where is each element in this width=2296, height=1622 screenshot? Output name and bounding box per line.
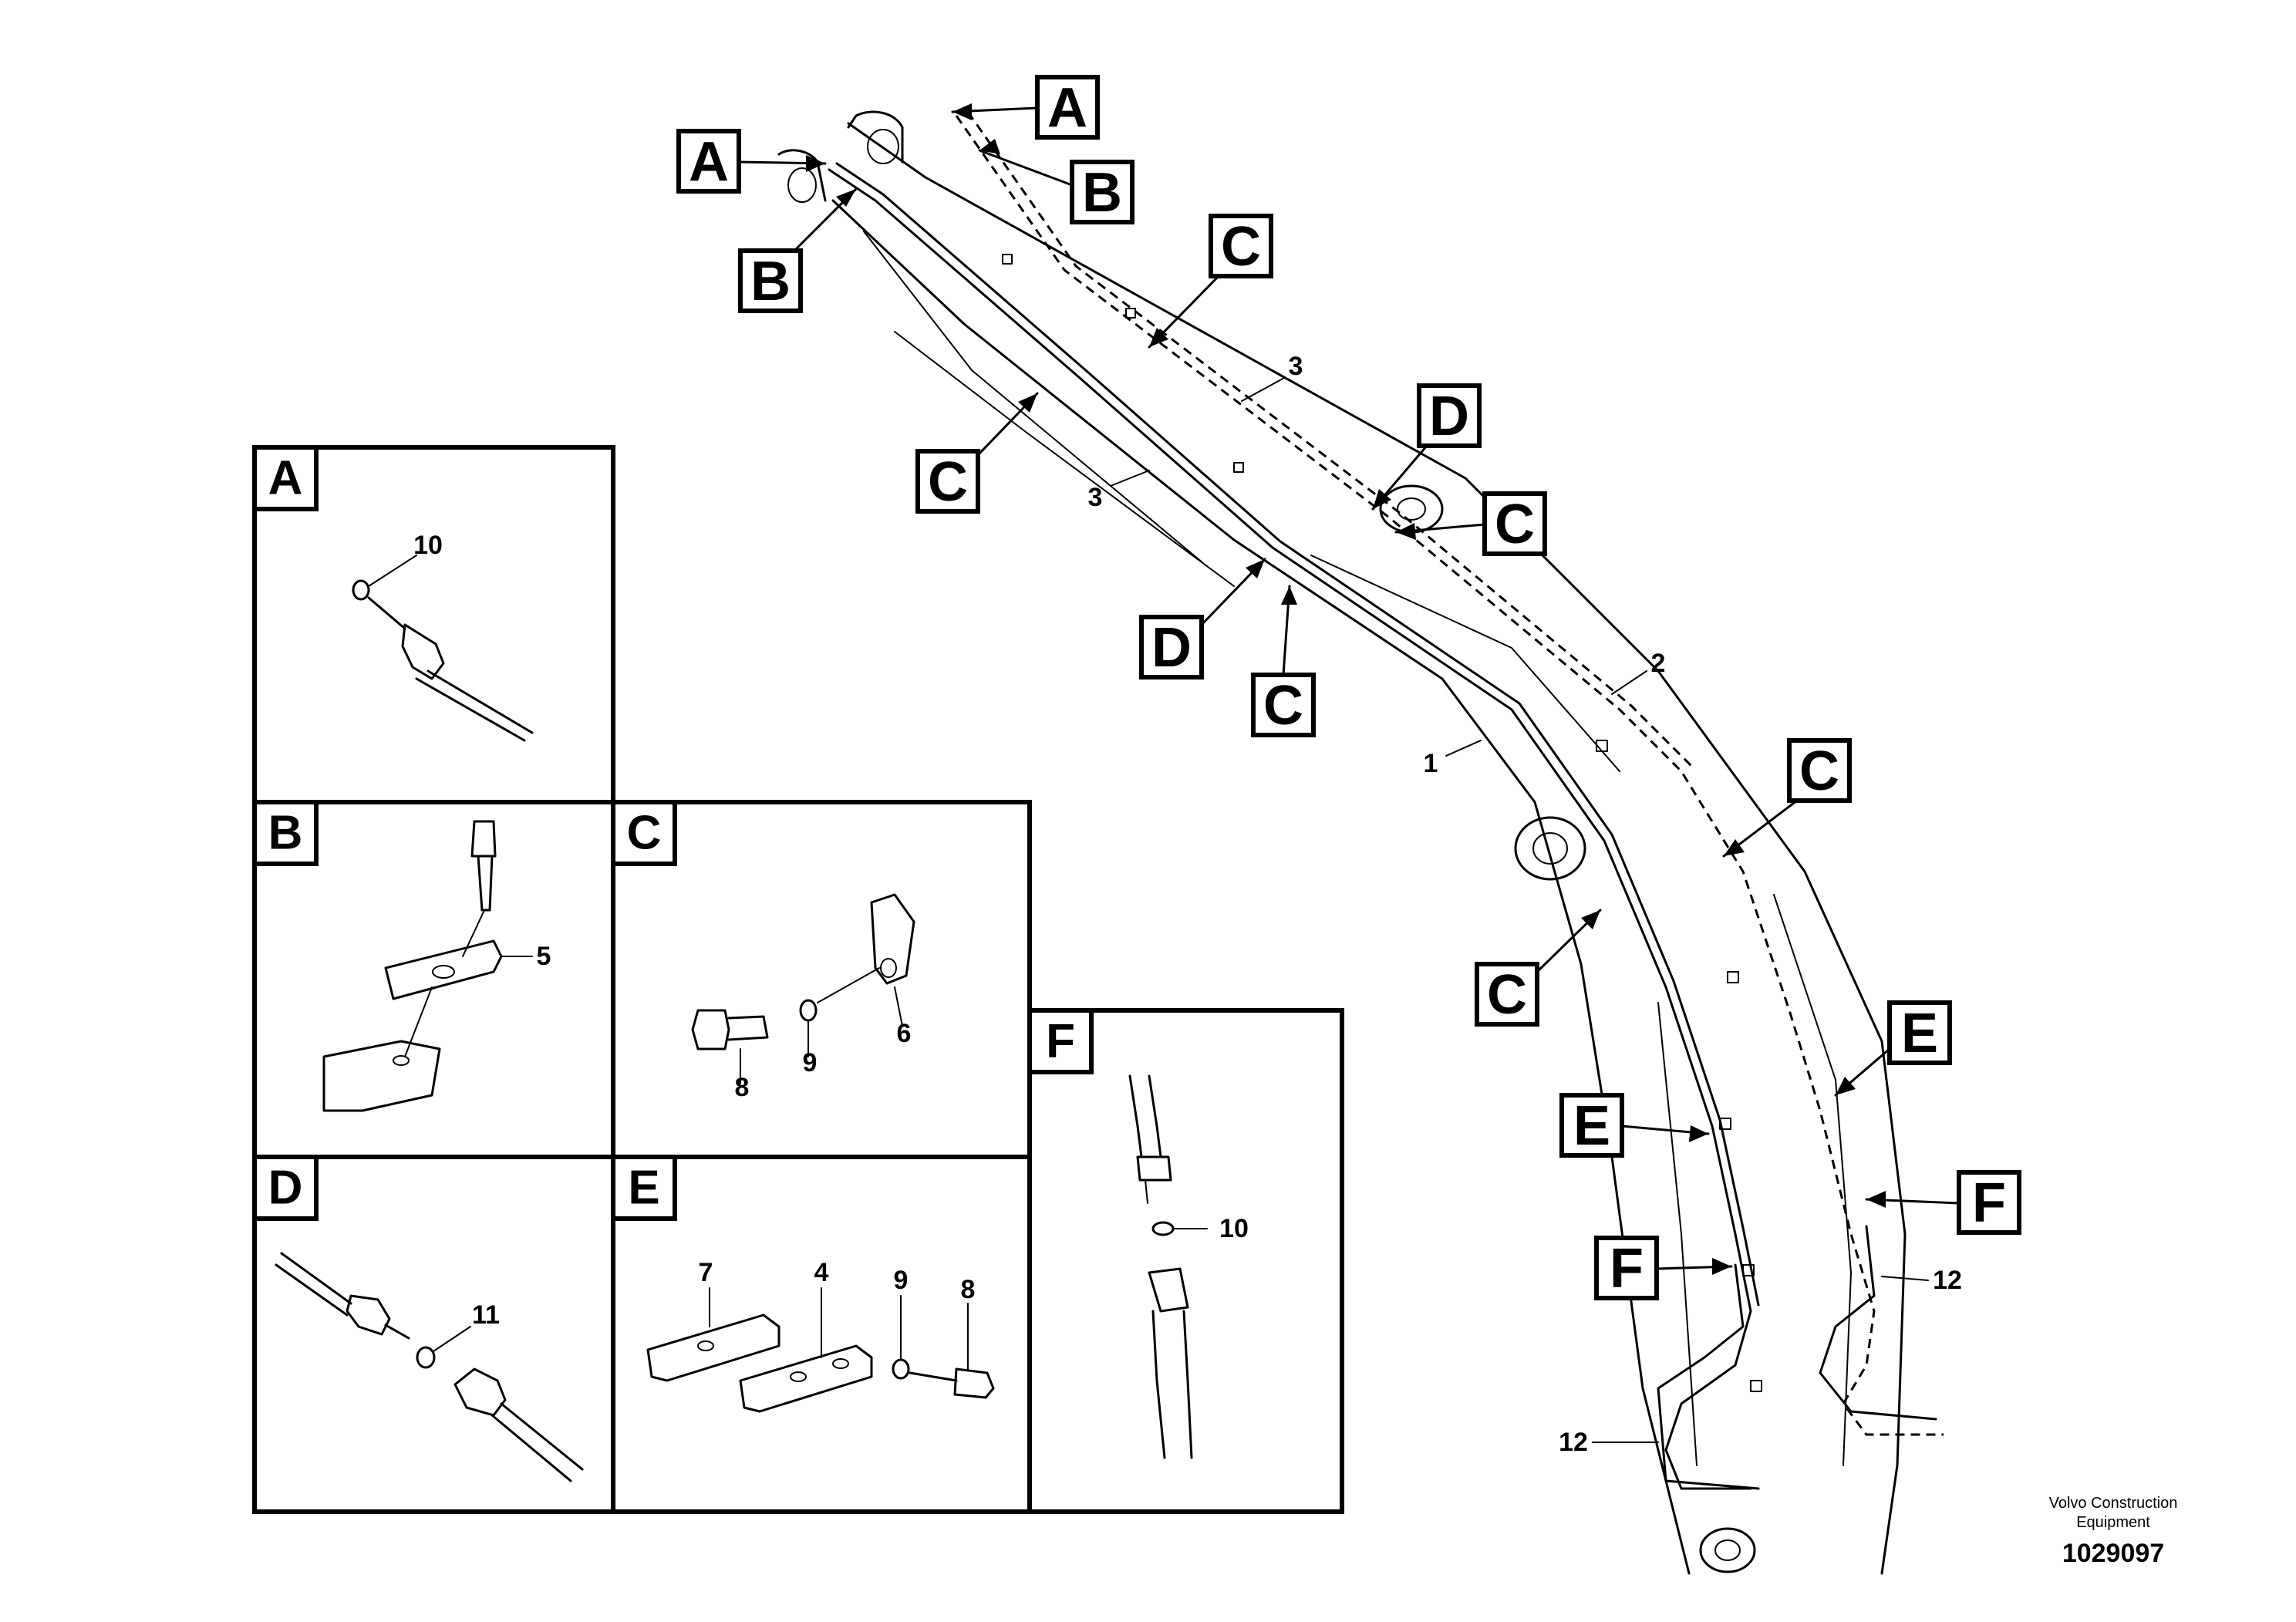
detail-panel-D: D 11 xyxy=(252,1155,615,1514)
svg-text:A: A xyxy=(268,452,303,505)
svg-text:F: F xyxy=(1972,1172,2006,1234)
callout-C-left-upper: C xyxy=(915,392,1039,514)
svg-text:E: E xyxy=(1573,1095,1610,1157)
svg-text:9: 9 xyxy=(803,1048,818,1077)
svg-text:D: D xyxy=(1151,617,1192,679)
callout-C-lower: C xyxy=(1251,585,1316,737)
callout-C-right-low: C xyxy=(1722,738,1852,858)
o-ring-icon xyxy=(352,579,370,601)
svg-text:F: F xyxy=(1046,1015,1075,1068)
svg-text:Volvo Construction: Volvo Construction xyxy=(2049,1495,2178,1512)
svg-text:C: C xyxy=(1487,964,1527,1026)
document-number: 1029097 xyxy=(2062,1539,2164,1568)
part-label-2: 2 xyxy=(1611,649,1666,695)
callout-B-top-right: B xyxy=(978,139,1135,224)
detail-panel-C: C 8 9 6 xyxy=(611,800,1032,1159)
callout-A-top-left: A xyxy=(676,129,827,194)
detail-panel-F: F 10 xyxy=(1027,1008,1344,1514)
callout-F-right: F xyxy=(1865,1170,2021,1235)
callout-D-upper: D xyxy=(1371,383,1482,511)
callout-B-top-left: B xyxy=(738,187,858,313)
svg-text:E: E xyxy=(628,1162,659,1215)
svg-text:E: E xyxy=(1901,1003,1938,1064)
svg-text:8: 8 xyxy=(961,1275,976,1304)
svg-text:D: D xyxy=(268,1162,303,1215)
callout-E-left: E xyxy=(1559,1093,1710,1158)
detail-panel-A: A 10 xyxy=(252,445,615,804)
svg-text:3: 3 xyxy=(1088,483,1103,512)
svg-text:4: 4 xyxy=(814,1258,829,1287)
svg-text:B: B xyxy=(750,251,791,312)
part-label-3-upper: 3 xyxy=(1241,352,1303,402)
svg-text:C: C xyxy=(928,451,968,513)
svg-text:1: 1 xyxy=(1424,749,1438,778)
part-label-3-lower: 3 xyxy=(1088,470,1150,512)
svg-text:12: 12 xyxy=(1559,1428,1588,1457)
callout-A-top-right: A xyxy=(951,75,1100,140)
callout-E-right: E xyxy=(1834,1000,1952,1097)
part-label-12-right: 12 xyxy=(1881,1266,1962,1295)
svg-text:2: 2 xyxy=(1651,649,1666,678)
svg-text:9: 9 xyxy=(894,1266,909,1295)
svg-text:Equipment: Equipment xyxy=(2076,1514,2150,1531)
hose-12-left xyxy=(1657,1263,1760,1490)
boom-structure xyxy=(777,110,1907,1575)
svg-text:10: 10 xyxy=(1219,1214,1249,1243)
detail-panel-B: B 5 xyxy=(252,800,615,1159)
hose-12-right xyxy=(1819,1225,1937,1421)
svg-text:C: C xyxy=(1263,675,1303,737)
svg-text:D: D xyxy=(1429,386,1469,447)
svg-text:10: 10 xyxy=(413,531,443,560)
svg-text:12: 12 xyxy=(1933,1266,1962,1295)
part-label-12-left: 12 xyxy=(1559,1428,1659,1457)
svg-text:F: F xyxy=(1610,1238,1644,1300)
svg-text:3: 3 xyxy=(1289,352,1303,381)
svg-text:B: B xyxy=(268,807,303,860)
o-ring-icon xyxy=(416,1346,436,1369)
pipe-line-2 xyxy=(955,111,1944,1436)
svg-text:7: 7 xyxy=(699,1258,713,1287)
svg-text:5: 5 xyxy=(537,942,551,971)
svg-text:C: C xyxy=(1221,216,1261,278)
callout-D-lower: D xyxy=(1139,558,1266,679)
svg-text:C: C xyxy=(1495,494,1535,555)
callout-C-bottom-left: C xyxy=(1475,909,1602,1027)
svg-text:C: C xyxy=(627,807,662,860)
svg-text:B: B xyxy=(1082,162,1122,224)
callout-C-right-mid: C xyxy=(1394,491,1547,556)
part-label-1: 1 xyxy=(1424,740,1482,778)
svg-text:8: 8 xyxy=(735,1073,750,1102)
svg-text:A: A xyxy=(1047,77,1087,139)
svg-text:C: C xyxy=(1799,740,1839,802)
detail-panel-E: E 7 4 9 8 xyxy=(611,1155,1032,1514)
footer-brand: Volvo Construction Equipment 1029097 xyxy=(2049,1495,2178,1568)
callout-F-left: F xyxy=(1594,1236,1733,1300)
svg-text:A: A xyxy=(689,131,729,193)
callout-C-upper: C xyxy=(1148,214,1273,349)
pipe-line-1 xyxy=(828,162,1760,1490)
svg-text:11: 11 xyxy=(472,1300,500,1330)
svg-text:6: 6 xyxy=(897,1019,912,1048)
